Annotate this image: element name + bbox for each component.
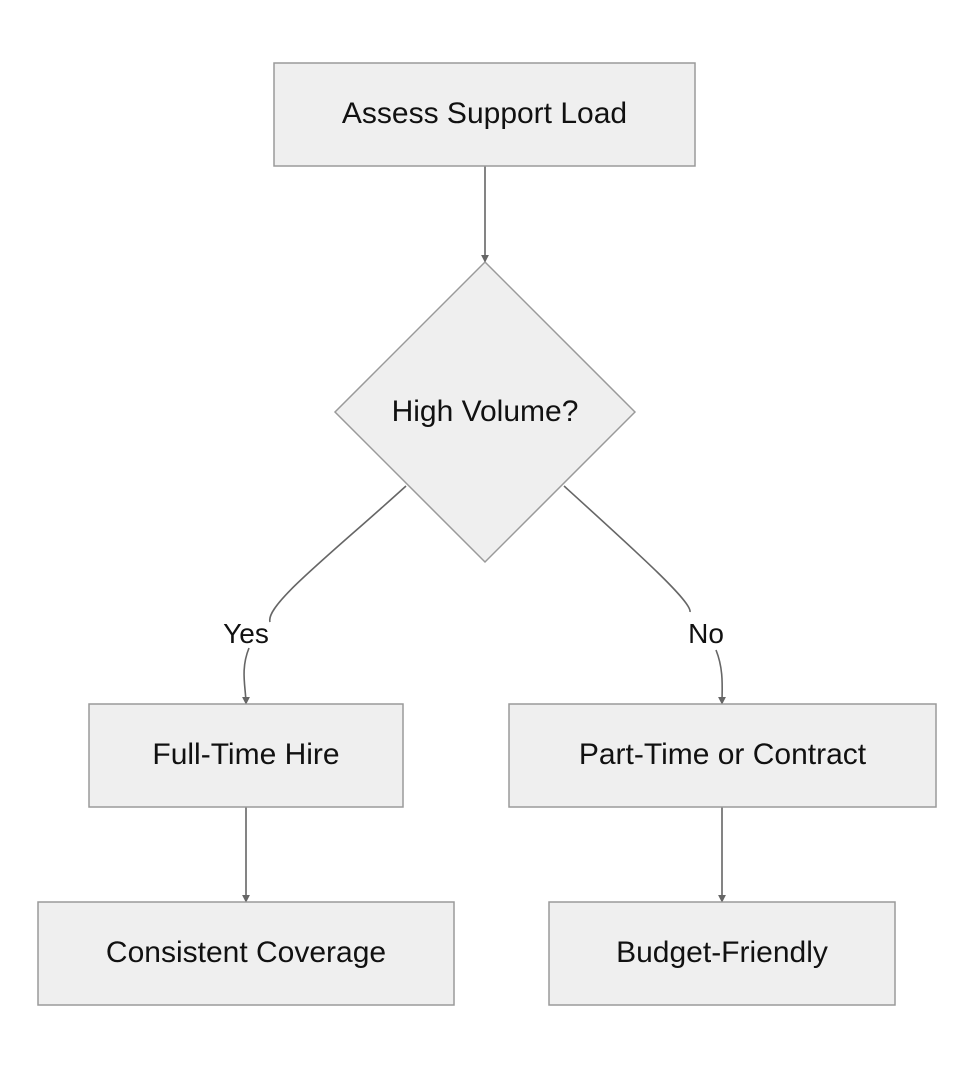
- node-label-assess: Assess Support Load: [342, 97, 627, 130]
- node-consistent-coverage: Consistent Coverage: [37, 901, 455, 1006]
- node-high-volume-decision: High Volume?: [333, 260, 637, 564]
- edge-decision-to-full-time: Yes: [223, 485, 407, 705]
- node-assess-support-load: Assess Support Load: [273, 62, 696, 167]
- node-label-coverage: Consistent Coverage: [106, 936, 386, 969]
- node-part-time-or-contract: Part-Time or Contract: [508, 703, 937, 808]
- node-budget-friendly: Budget-Friendly: [548, 901, 896, 1006]
- edge-decision-to-part-time: No: [563, 485, 727, 705]
- edge-label-yes: Yes: [223, 618, 269, 649]
- node-label-budget: Budget-Friendly: [616, 936, 828, 969]
- node-label-full-time: Full-Time Hire: [152, 738, 339, 771]
- node-label-part-time: Part-Time or Contract: [579, 738, 867, 771]
- node-label-decision: High Volume?: [392, 395, 579, 428]
- node-full-time-hire: Full-Time Hire: [88, 703, 404, 808]
- edge-label-no: No: [688, 618, 724, 649]
